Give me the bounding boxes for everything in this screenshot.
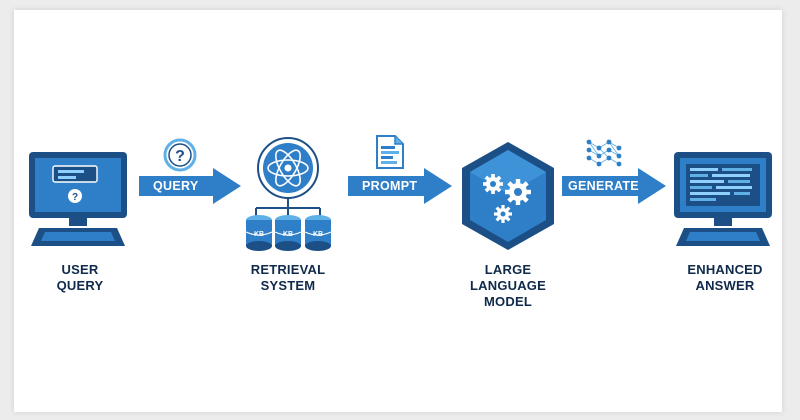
atom-icon xyxy=(257,137,319,199)
document-icon xyxy=(375,134,405,170)
computer-icon xyxy=(674,152,772,246)
generate-arrow-label: GENERATE xyxy=(568,179,639,193)
retrieval-system-label-line2: SYSTEM xyxy=(260,278,316,293)
generate-arrow: GENERATE xyxy=(562,168,666,204)
kb-database-3: KB xyxy=(304,214,332,252)
database-icon xyxy=(245,215,273,251)
svg-text:?: ? xyxy=(72,192,78,203)
prompt-arrow-label: PROMPT xyxy=(362,179,418,193)
query-arrow-label: QUERY xyxy=(153,179,199,193)
llm-label-line3: MODEL xyxy=(484,294,532,309)
llm-label-line2: LANGUAGE xyxy=(470,278,546,293)
llm-label-line1: LARGE xyxy=(484,262,532,277)
enhanced-answer-label: ENHANCED ANSWER xyxy=(664,262,786,294)
user-query-label: USER QUERY xyxy=(25,262,135,294)
query-arrow: QUERY xyxy=(139,168,241,204)
kb-database-1: KB xyxy=(245,214,273,252)
user-query-label-line1: USER xyxy=(61,262,99,277)
retrieval-system-label-line1: RETRIEVAL xyxy=(250,262,326,277)
svg-text:?: ? xyxy=(175,148,185,165)
retrieval-system-label: RETRIEVAL SYSTEM xyxy=(232,262,344,294)
gear-icon xyxy=(505,179,531,205)
database-icon xyxy=(274,215,302,251)
gear-icon xyxy=(494,205,512,223)
enhanced-answer-node xyxy=(670,148,780,258)
neural-network-icon xyxy=(585,138,625,170)
enhanced-answer-label-line2: ANSWER xyxy=(695,278,755,293)
gear-icon xyxy=(483,174,503,194)
kb-label: KB xyxy=(282,231,294,238)
question-icon: ? xyxy=(163,138,197,172)
diagram-canvas xyxy=(14,10,782,412)
large-language-model-label: LARGE LANGUAGE MODEL xyxy=(452,262,564,310)
kb-label: KB xyxy=(312,231,324,238)
enhanced-answer-label-line1: ENHANCED xyxy=(687,262,763,277)
retrieval-system-node xyxy=(238,134,338,254)
database-icon xyxy=(304,215,332,251)
kb-database-2: KB xyxy=(274,214,302,252)
computer-icon: ? xyxy=(29,152,127,246)
large-language-model-node xyxy=(458,140,558,252)
user-query-node: ? xyxy=(25,148,135,258)
kb-label: KB xyxy=(253,231,265,238)
prompt-arrow: PROMPT xyxy=(348,168,452,204)
user-query-label-line2: QUERY xyxy=(56,278,104,293)
